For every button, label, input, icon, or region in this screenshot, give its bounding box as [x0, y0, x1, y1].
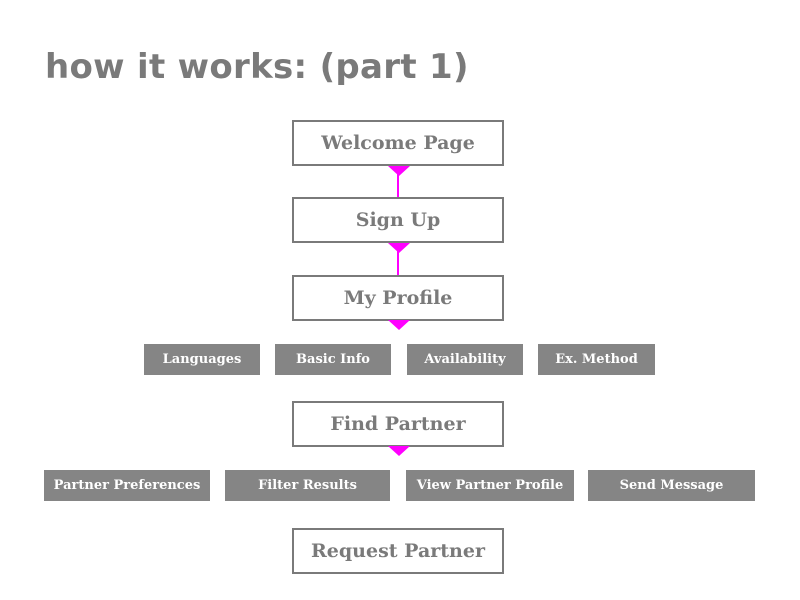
arrow-down-icon — [388, 243, 410, 253]
chip-label: Send Message — [619, 478, 724, 493]
step-label: Sign Up — [355, 209, 441, 231]
arrow-down-icon — [388, 446, 410, 456]
chip-basic-info: Basic Info — [275, 344, 391, 375]
chip-ex-method: Ex. Method — [538, 344, 655, 375]
step-label: Welcome Page — [321, 132, 475, 154]
step-sign-up: Sign Up — [292, 197, 504, 243]
chip-label: Partner Preferences — [53, 478, 201, 493]
step-welcome-page: Welcome Page — [292, 120, 504, 166]
connector-line — [397, 251, 399, 275]
chip-partner-preferences: Partner Preferences — [44, 470, 210, 501]
step-label: My Profile — [343, 287, 453, 309]
connector-line — [397, 174, 399, 197]
step-find-partner: Find Partner — [292, 401, 504, 447]
step-my-profile: My Profile — [292, 275, 504, 321]
step-request-partner: Request Partner — [292, 528, 504, 574]
chip-label: Ex. Method — [555, 352, 638, 367]
chip-label: Filter Results — [258, 478, 357, 493]
chip-label: Basic Info — [296, 352, 370, 367]
chip-filter-results: Filter Results — [225, 470, 390, 501]
chip-label: Availability — [424, 352, 506, 367]
chip-languages: Languages — [144, 344, 260, 375]
arrow-down-icon — [388, 166, 410, 176]
chip-send-message: Send Message — [588, 470, 755, 501]
chip-label: View Partner Profile — [416, 478, 564, 493]
step-label: Find Partner — [330, 413, 466, 435]
chip-label: Languages — [162, 352, 242, 367]
chip-availability: Availability — [407, 344, 523, 375]
chip-view-partner-profile: View Partner Profile — [406, 470, 574, 501]
arrow-down-icon — [388, 320, 410, 330]
page-title: how it works: (part 1) — [45, 47, 469, 87]
step-label: Request Partner — [311, 540, 485, 562]
